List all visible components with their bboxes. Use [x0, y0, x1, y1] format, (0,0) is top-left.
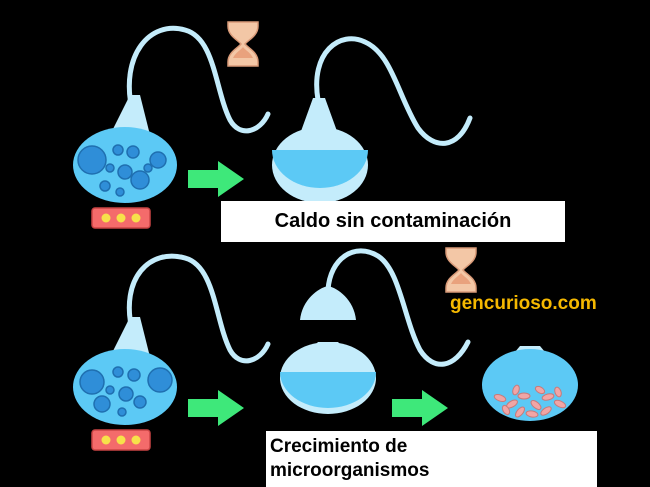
flask-sterile-top [272, 36, 473, 203]
flask-contaminated [482, 346, 578, 421]
hourglass-icon [445, 247, 477, 293]
arrow-right-icon [392, 390, 448, 426]
caption-microbial-growth: Crecimiento de microorganismos [266, 431, 597, 487]
heater-icon [91, 207, 151, 229]
caption-sterile-broth: Caldo sin contaminación [221, 201, 565, 242]
flask-broken-neck [280, 248, 471, 414]
hourglass-icon [227, 21, 259, 67]
bubbles-bottom [79, 366, 173, 417]
heater-icon [91, 429, 151, 451]
arrow-right-icon [188, 390, 244, 426]
bubbles-top [77, 144, 167, 197]
arrow-right-icon [188, 161, 244, 197]
flask-boiling-top [73, 25, 271, 203]
watermark: gencurioso.com [450, 293, 597, 314]
flask-boiling-bottom [73, 253, 271, 425]
microorganisms [493, 384, 567, 418]
